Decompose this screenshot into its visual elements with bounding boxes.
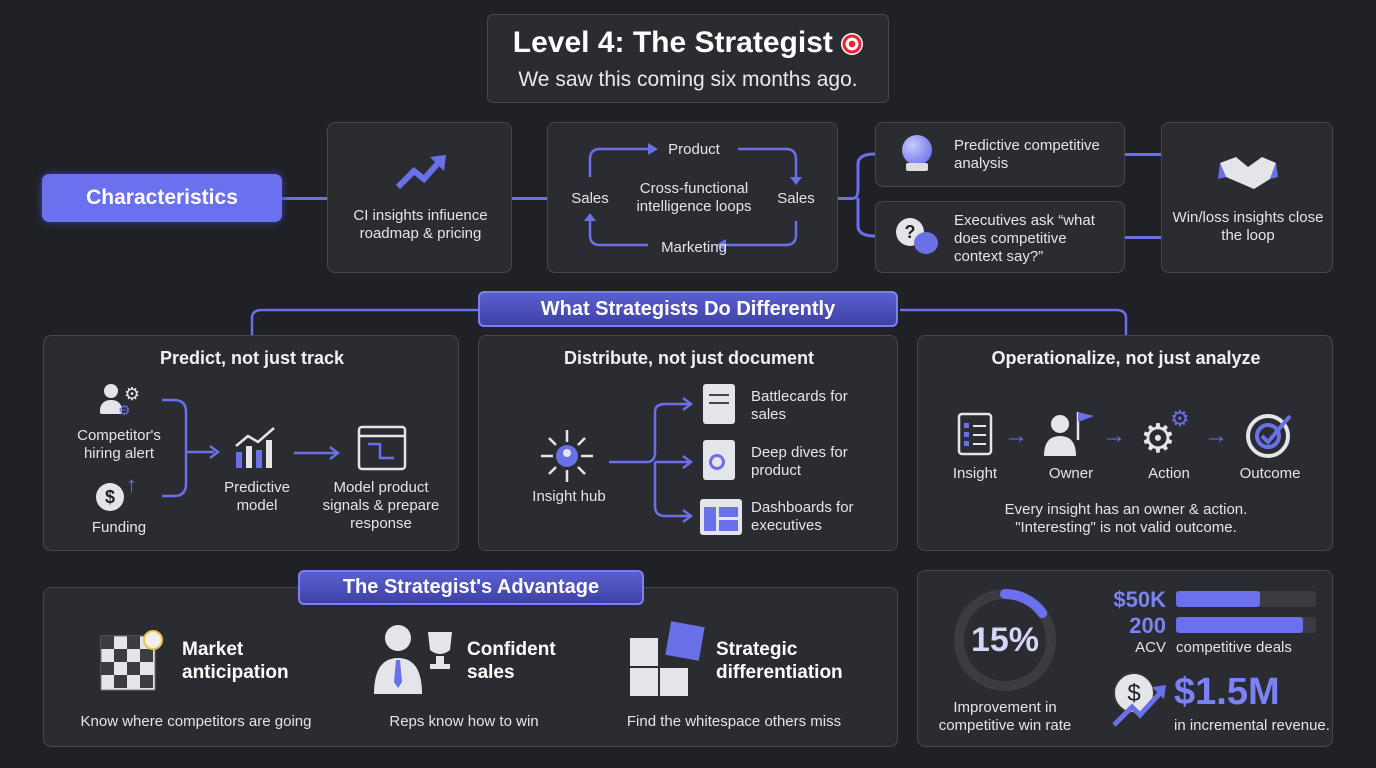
handshake-icon (1218, 157, 1278, 189)
crystal-ball-icon (902, 135, 932, 165)
banner-connector (250, 308, 1128, 336)
title-box (487, 14, 889, 103)
arrow-icon (294, 446, 341, 460)
advantage-banner: The Strategist's Advantage (298, 570, 644, 605)
trend-up-icon (395, 155, 446, 190)
ring-fill (954, 589, 1056, 691)
magnifier-doc-icon (703, 440, 735, 480)
document-icon (703, 384, 735, 424)
loop-arrows (584, 143, 802, 251)
dollar-growth-icon: $ (1112, 672, 1166, 727)
ci-insights-card: CI insights infiuence roadmap & pricing (327, 122, 512, 273)
svg-text:$: $ (1127, 680, 1140, 707)
acv-bar-fill (1176, 591, 1260, 607)
characteristics-button[interactable]: Characteristics (42, 174, 282, 222)
executives-card: ? Executives ask “what does competitive … (875, 201, 1125, 273)
target-check-icon (1246, 414, 1292, 458)
loop-card: Product Sales Sales Cross-functional int… (547, 122, 838, 273)
bar-chart-icon (235, 427, 275, 468)
revenue-value: $1.5M (1174, 671, 1280, 713)
predictive-card: Predictive competitive analysis (875, 122, 1125, 187)
merge-connector (162, 398, 221, 498)
winloss-card: Win/loss insights close the loop (1161, 122, 1333, 273)
arrow-icon: → (1004, 422, 1028, 449)
puzzle-icon (630, 621, 705, 696)
stats-card: 15% Improvement in competitive win rate … (917, 570, 1333, 747)
branch-connector (853, 152, 876, 238)
deals-bar-fill (1176, 617, 1304, 633)
insight-hub-icon (541, 430, 593, 482)
gears-icon: ⚙⚙ (1140, 406, 1190, 461)
dollar-up-icon: $ (96, 483, 124, 511)
acv-bar (1176, 591, 1316, 607)
browser-flow-icon (357, 425, 407, 471)
page-subtitle: We saw this coming six months ago. (518, 68, 858, 91)
win-rate-ring (954, 589, 1056, 691)
operationalize-card: Operationalize, not just analyze Insight… (917, 335, 1333, 551)
owner-flag-icon (1044, 412, 1094, 456)
predict-card: Predict, not just track ⚙⚙ Competitor's … (43, 335, 459, 551)
distribute-card: Distribute, not just document Insight hu… (478, 335, 898, 551)
target-icon (841, 33, 864, 56)
checklist-icon (957, 412, 993, 456)
chessboard-bulb-icon (100, 630, 163, 691)
win-rate-value: 15% (970, 621, 1040, 659)
page-title: Level 4: The Strategist (487, 26, 889, 60)
deals-bar (1176, 617, 1316, 633)
acv-value: $50K (1113, 587, 1166, 612)
branch-arrows (609, 397, 694, 523)
arrow-icon: → (1204, 422, 1228, 449)
what-strategists-do-banner: What Strategists Do Differently (478, 291, 898, 327)
deals-value: 200 (1129, 613, 1166, 638)
arrow-icon: → (1102, 422, 1126, 449)
arrow-up-icon: ↑ (126, 472, 137, 497)
person-gear-icon: ⚙⚙ (100, 384, 140, 420)
salesperson-trophy-icon (374, 625, 452, 694)
dashboard-icon (700, 499, 742, 535)
